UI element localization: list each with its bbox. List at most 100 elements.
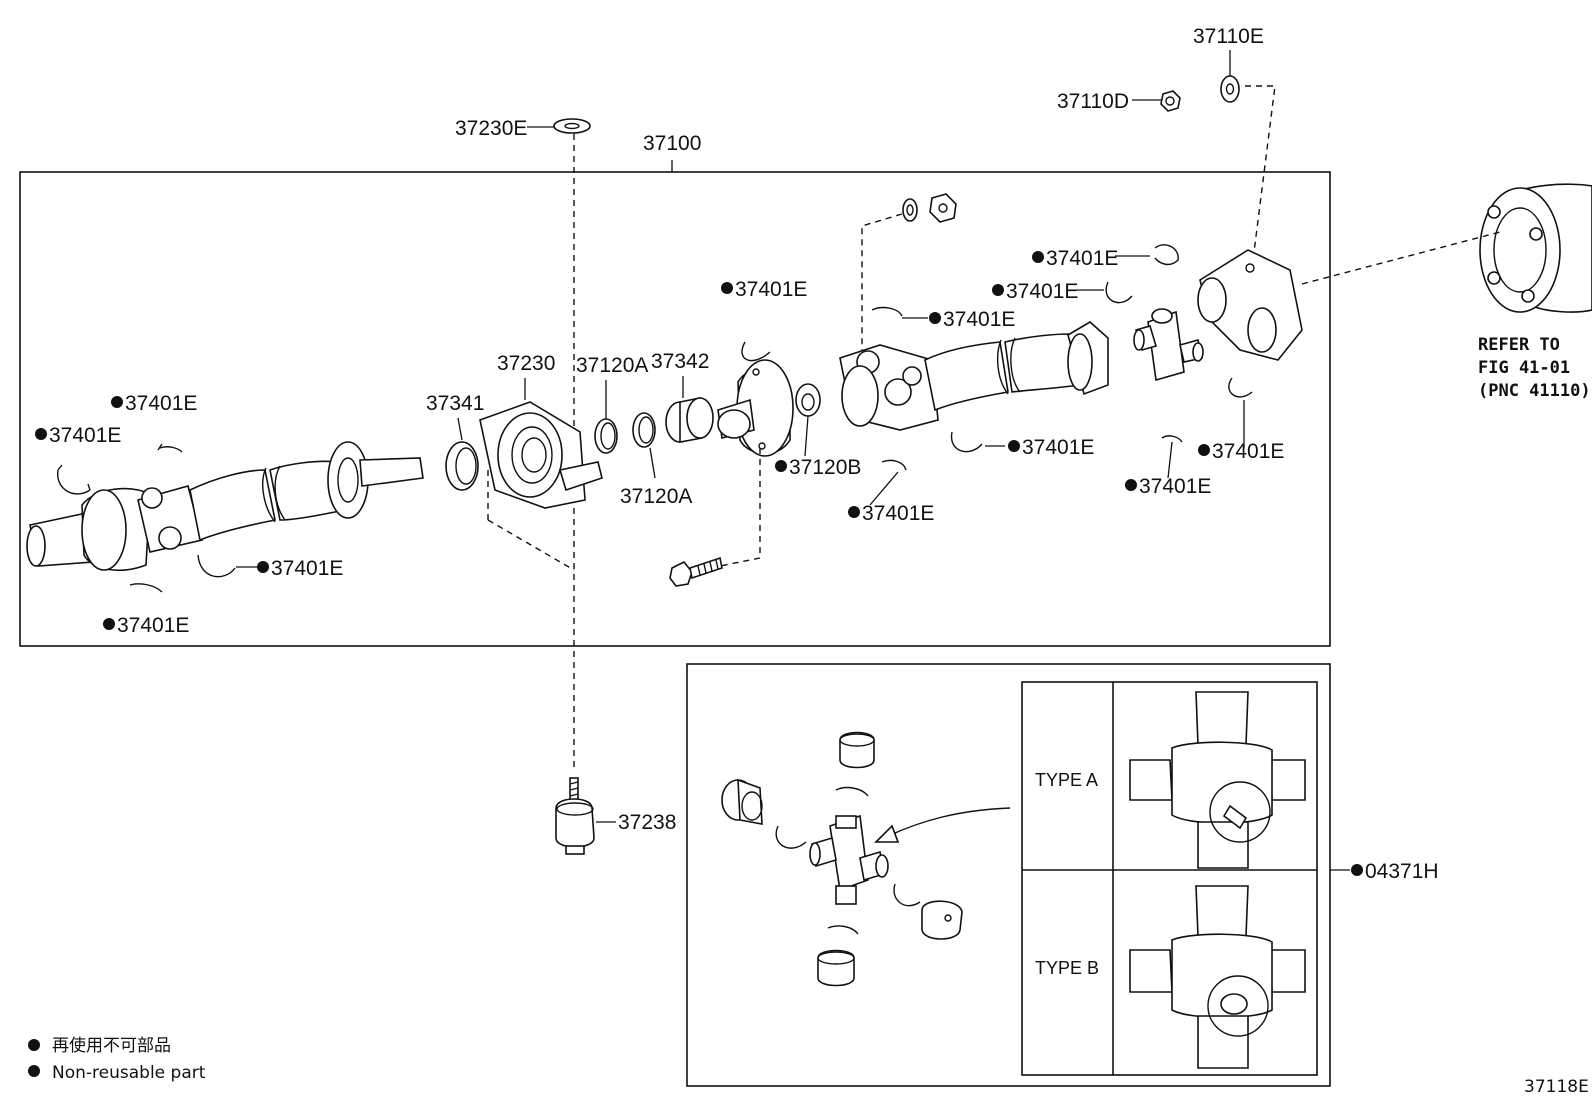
bolt-path-flange [719, 448, 761, 567]
part-label-37342[interactable]: 37342 [651, 350, 709, 373]
non-reusable-dot [1125, 479, 1137, 491]
refer-text-line1: REFER TO [1478, 335, 1560, 355]
non-reusable-dot [992, 284, 1004, 296]
universal-joint-kit-frame [686, 663, 1331, 1087]
snap-ring-clip [741, 341, 771, 362]
part-label-37401E[interactable]: 37401E [1006, 280, 1078, 303]
kit-snap-ring [827, 925, 859, 935]
legend-dot-icon [28, 1039, 40, 1051]
part-label-37401E[interactable]: 37401E [943, 308, 1015, 331]
part-label-37120A-bottom[interactable]: 37120A [620, 485, 692, 508]
non-reusable-dot [1198, 444, 1210, 456]
non-reusable-dot [35, 428, 47, 440]
clip-leader [1167, 441, 1173, 479]
front-shaft-tube [189, 441, 424, 542]
center-bearing-37230 [479, 401, 603, 509]
part-label-37401E[interactable]: 37401E [271, 557, 343, 580]
rear-yoke-assembly [839, 344, 939, 431]
part-label-37401E[interactable]: 37401E [1212, 440, 1284, 463]
legend-text-en: Non-reusable part [52, 1063, 206, 1083]
snap-ring-clip [57, 464, 91, 495]
main-assembly-frame [19, 171, 1331, 647]
snap-ring-clip [1105, 281, 1133, 304]
washer-top [902, 198, 918, 222]
non-reusable-dot [111, 396, 123, 408]
snap-ring-clip [881, 459, 907, 471]
snap-ring-clip [197, 554, 236, 578]
bolt-path-37110E [1245, 85, 1276, 261]
stud-bolt-37238 [555, 777, 595, 855]
part-label-37110D[interactable]: 37110D [1057, 90, 1129, 113]
non-reusable-dot [257, 561, 269, 573]
part-label-37401E[interactable]: 37401E [1022, 436, 1094, 459]
bolt-path-bracket [487, 519, 575, 571]
non-reusable-dot [1008, 440, 1020, 452]
type-b-spider-illustration [1129, 885, 1306, 1069]
sleeve-37342 [665, 397, 714, 443]
kit-bearing-cup-bottom [817, 949, 855, 987]
bolt-path-rear-yoke [861, 213, 903, 350]
figure-code: 37118E [1524, 1077, 1589, 1097]
part-label-37401E[interactable]: 37401E [862, 502, 934, 525]
differential-flange [1479, 183, 1592, 313]
universal-joint-spider [1133, 308, 1204, 382]
kit-spider [809, 814, 889, 905]
snap-ring-clip [129, 583, 163, 593]
kit-bearing-cup-right [921, 900, 963, 940]
part-label-37401E[interactable]: 37401E [125, 392, 197, 415]
legend-text-ja: 再使用不可部品 [52, 1035, 171, 1056]
snap-ring-clip [1228, 377, 1253, 398]
part-label-37401E[interactable]: 37401E [1046, 247, 1118, 270]
arrow-head-icon [874, 824, 900, 843]
bolt-path-differential [1301, 231, 1501, 285]
part-label-37401E[interactable]: 37401E [117, 614, 189, 637]
kit-bearing-cup-left [721, 778, 763, 825]
kit-bearing-cup-top [839, 731, 875, 769]
snap-ring-clip [1154, 244, 1179, 266]
leader-37120B [804, 415, 809, 457]
part-label-37100[interactable]: 37100 [643, 132, 701, 155]
ring-37120A [594, 418, 618, 454]
kit-snap-ring [775, 825, 807, 849]
type-table [1021, 681, 1318, 1076]
ring-37120A [632, 412, 656, 448]
part-label-37341[interactable]: 37341 [426, 392, 484, 415]
snap-ring-clip [871, 306, 903, 317]
kit-snap-ring [893, 883, 921, 907]
clip-leader [869, 471, 899, 506]
washer-37230E [553, 118, 591, 134]
part-label-37120A-top[interactable]: 37120A [576, 354, 648, 377]
part-label-37120B[interactable]: 37120B [789, 456, 861, 479]
type-a-label: TYPE A [1035, 770, 1098, 790]
type-b-label: TYPE B [1035, 958, 1099, 978]
part-label-37110E[interactable]: 37110E [1193, 25, 1264, 48]
kit-arrow [879, 807, 1011, 841]
companion-flange [717, 359, 794, 457]
kit-snap-ring [835, 786, 869, 797]
refer-text-line2: FIG 41-01 [1478, 358, 1570, 378]
seal-37341 [445, 441, 479, 491]
rear-flange-yoke [1197, 249, 1303, 361]
washer-37110E [1220, 75, 1240, 103]
part-label-37238[interactable]: 37238 [618, 811, 676, 834]
non-reusable-dot [721, 282, 733, 294]
non-reusable-dot [1032, 251, 1044, 263]
non-reusable-dot [1351, 864, 1363, 876]
non-reusable-dot [103, 618, 115, 630]
leader-37120A-bottom [649, 447, 656, 479]
part-label-37401E[interactable]: 37401E [49, 424, 121, 447]
type-a-spider-illustration [1129, 691, 1306, 869]
part-label-37401E[interactable]: 37401E [1139, 475, 1211, 498]
part-label-37401E[interactable]: 37401E [735, 278, 807, 301]
non-reusable-dot [775, 460, 787, 472]
rear-shaft-tube [924, 321, 1109, 412]
part-label-37230E[interactable]: 37230E [455, 117, 527, 140]
non-reusable-dot [848, 506, 860, 518]
part-label-04371H[interactable]: 04371H [1365, 860, 1439, 883]
snap-ring-clip [950, 431, 983, 453]
part-label-37230[interactable]: 37230 [497, 352, 555, 375]
snap-ring-clip [157, 443, 183, 453]
front-yoke-assembly [26, 485, 203, 571]
non-reusable-dot [929, 312, 941, 324]
